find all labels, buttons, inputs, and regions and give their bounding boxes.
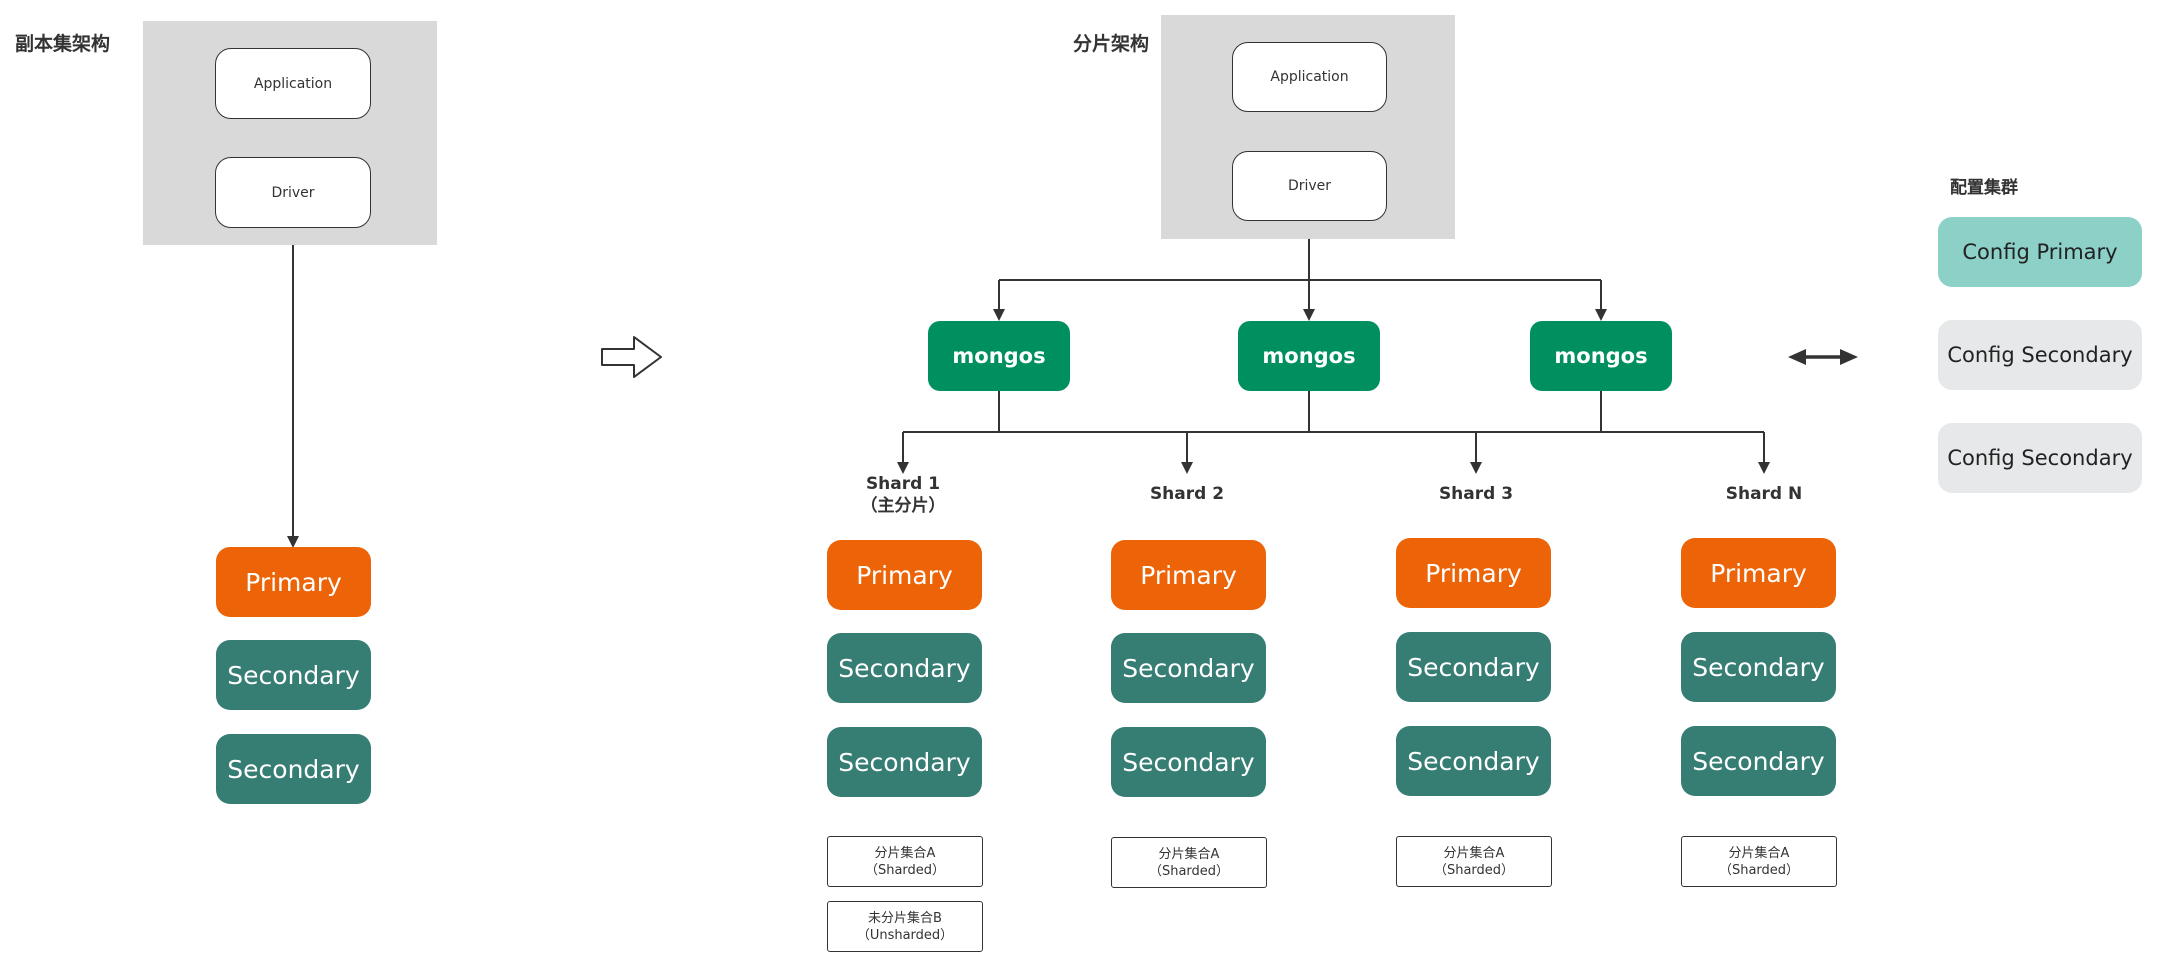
mongos-router-2: mongos (1238, 321, 1380, 391)
shard-3-secondary-node: Secondary (1396, 726, 1551, 796)
config-secondary-node: Config Secondary (1938, 320, 2142, 390)
shard-1-primary-node: Primary (827, 540, 982, 610)
mongos-config-double-arrow (1788, 349, 1858, 365)
shard-n-primary-node: Primary (1681, 538, 1836, 608)
shard-2-primary-node: Primary (1111, 540, 1266, 610)
replica-secondary-node: Secondary (216, 640, 371, 710)
replica-secondary-node: Secondary (216, 734, 371, 804)
replica-title: 副本集架构 (15, 33, 111, 55)
replica-primary-node: Primary (216, 547, 371, 617)
shard-1-sharded-collection: 分片集合A （Sharded） (827, 836, 983, 887)
shard-1-secondary-node: Secondary (827, 727, 982, 797)
shard-1-label: Shard 1 （主分片） (860, 474, 946, 516)
shard-n-label: Shard N (1725, 484, 1803, 504)
config-cluster-title: 配置集群 (1950, 178, 2018, 198)
transition-arrow-icon (601, 336, 662, 378)
mongos-router-1: mongos (928, 321, 1070, 391)
sharded-application-box: Application (1232, 42, 1387, 112)
shard-3-primary-node: Primary (1396, 538, 1551, 608)
shard-n-sharded-collection: 分片集合A （Sharded） (1681, 836, 1837, 887)
config-secondary-node: Config Secondary (1938, 423, 2142, 493)
shard-n-secondary-node: Secondary (1681, 726, 1836, 796)
config-primary-node: Config Primary (1938, 217, 2142, 287)
shard-2-label: Shard 2 (1149, 484, 1225, 504)
shard-2-secondary-node: Secondary (1111, 727, 1266, 797)
shard-1-unsharded-collection: 未分片集合B （Unsharded） (827, 901, 983, 952)
shard-n-secondary-node: Secondary (1681, 632, 1836, 702)
mongos-router-3: mongos (1530, 321, 1672, 391)
shard-2-sharded-collection: 分片集合A （Sharded） (1111, 837, 1267, 888)
replica-application-box: Application (215, 48, 371, 119)
replica-driver-box: Driver (215, 157, 371, 228)
shard-1-secondary-node: Secondary (827, 633, 982, 703)
shard-3-label: Shard 3 (1438, 484, 1514, 504)
shard-2-secondary-node: Secondary (1111, 633, 1266, 703)
shard-3-sharded-collection: 分片集合A （Sharded） (1396, 836, 1552, 887)
sharded-title: 分片架构 (1073, 33, 1150, 55)
shard-3-secondary-node: Secondary (1396, 632, 1551, 702)
sharded-driver-box: Driver (1232, 151, 1387, 221)
